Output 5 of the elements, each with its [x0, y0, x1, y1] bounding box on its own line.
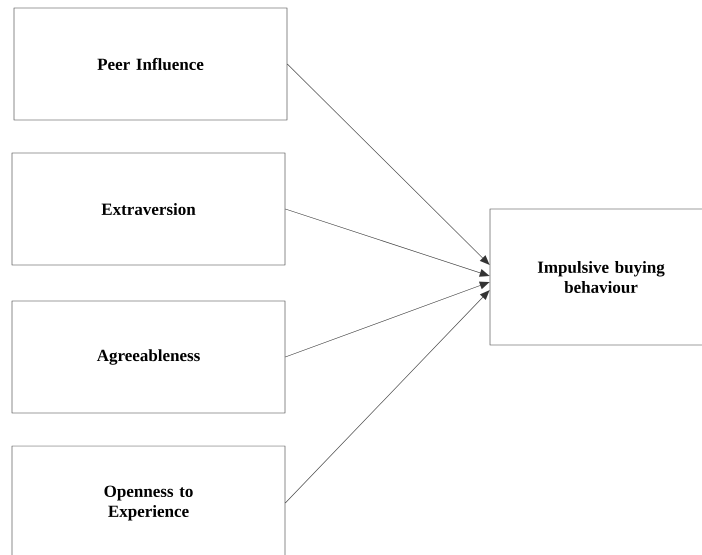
text-box: Impulsive buying behaviour: [490, 208, 702, 346]
text-box: Extraversion: [12, 152, 286, 266]
text-box: Peer Influence: [14, 8, 288, 120]
text-box: Openness to Experience: [12, 446, 286, 555]
text-box: Agreeableness: [12, 300, 286, 414]
